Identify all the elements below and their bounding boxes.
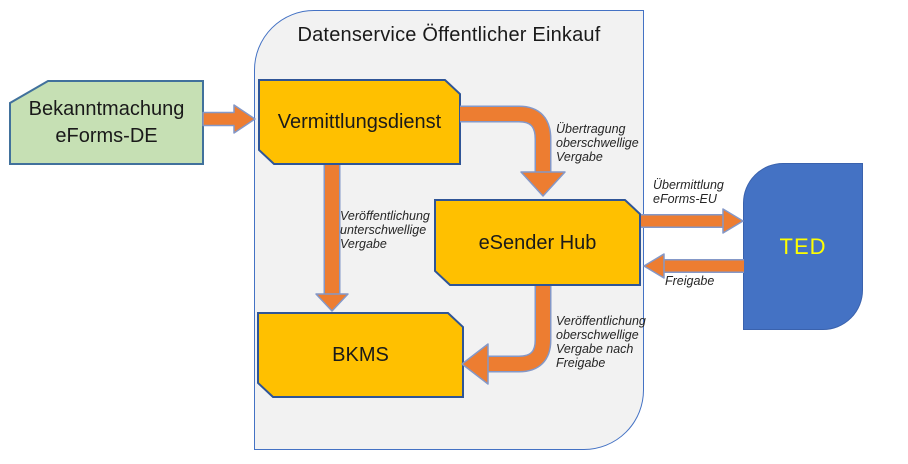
arrow-ted-to-esender <box>643 253 744 279</box>
edge-label-freigabe: Freigabe <box>665 274 715 288</box>
edge-label-uebertragung-oberschwellige-vergabe: Übertragung oberschwellige Vergabe <box>556 122 639 164</box>
vermittlungsdienst-shape <box>258 79 461 165</box>
arrow-vermittlungsdienst-to-bkms <box>315 165 349 312</box>
bkms-shape <box>257 312 464 398</box>
edge-label-uebermittlung-eforms-eu: Übermittlung eForms-EU <box>653 178 724 206</box>
bekanntmachung-shape <box>9 80 204 165</box>
node-label-bekanntmachung: Bekanntmachung eForms-DE <box>28 97 185 147</box>
edge-label-veroeffentlichung-oberschwellige-vergabe-nach-freigabe: Veröffentlichung oberschwellige Vergabe … <box>556 314 646 370</box>
node-label-esender-hub: eSender Hub <box>478 231 597 254</box>
arrow-esender-to-bkms <box>461 286 552 385</box>
arrow-esender-to-ted <box>641 208 744 234</box>
node-label-vermittlungsdienst: Vermittlungsdienst <box>277 111 442 133</box>
node-label-bkms: BKMS <box>332 344 389 366</box>
edge-label-veroeffentlichung-unterschwellige-vergabe: Veröffentlichung unterschwellige Vergabe <box>340 209 430 251</box>
node-label-ted: TED <box>779 233 827 259</box>
arrow-bekanntmachung-to-vermittlungsdienst <box>202 104 256 134</box>
esender-hub-shape <box>434 199 641 286</box>
ted-node <box>743 163 863 330</box>
arrow-vermittlungsdienst-to-esender <box>460 105 566 197</box>
container-title: Datenservice Öffentlicher Einkauf <box>297 24 601 46</box>
